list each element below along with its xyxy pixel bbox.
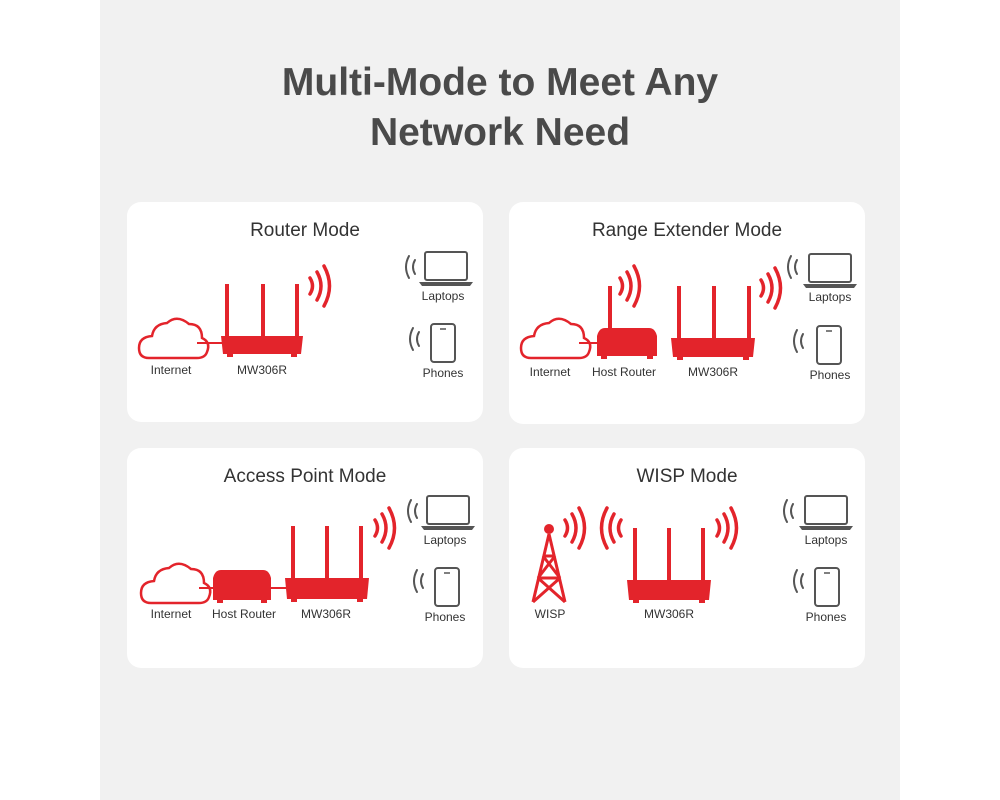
router-icon xyxy=(285,526,369,602)
wifi-waves-icon xyxy=(407,499,418,523)
card-access-point-mode: Access Point Mode xyxy=(127,448,483,668)
label-host-router: Host Router xyxy=(591,365,657,379)
phone-icon xyxy=(814,567,840,607)
label-internet: Internet xyxy=(529,365,571,379)
phone-icon xyxy=(816,325,842,365)
wifi-waves-icon xyxy=(405,255,416,279)
wifi-waves-icon xyxy=(793,329,804,353)
label-laptops: Laptops xyxy=(808,290,852,304)
page-title: Multi-Mode to Meet Any Network Need xyxy=(100,58,900,158)
label-phones: Phones xyxy=(805,610,847,624)
card-wisp-mode: WISP Mode xyxy=(509,448,865,668)
card-title: Router Mode xyxy=(250,220,360,241)
label-host-router: Host Router xyxy=(211,607,277,621)
label-device: MW306R xyxy=(643,607,695,621)
page-title-line-1: Multi-Mode to Meet Any xyxy=(281,61,719,104)
cloud-icon xyxy=(139,562,212,605)
label-phones: Phones xyxy=(809,368,851,382)
background-panel: Multi-Mode to Meet Any Network Need Rout… xyxy=(100,0,900,800)
range-extender-mode-diagram xyxy=(519,253,857,365)
label-laptops: Laptops xyxy=(421,289,465,303)
label-internet: Internet xyxy=(150,363,192,377)
wifi-waves-icon xyxy=(793,569,804,593)
phone-icon xyxy=(430,323,456,363)
card-range-extender-mode: Range Extender Mode xyxy=(509,202,865,424)
card-title: WISP Mode xyxy=(636,466,738,487)
router-mode-diagram xyxy=(137,251,473,363)
phone-icon xyxy=(434,567,460,607)
router-icon xyxy=(627,528,711,603)
wifi-waves-icon xyxy=(715,506,739,550)
wifi-waves-icon xyxy=(413,569,424,593)
card-title: Range Extender Mode xyxy=(591,220,783,241)
wifi-waves-icon xyxy=(563,506,587,550)
label-device: MW306R xyxy=(687,365,739,379)
host-router-icon xyxy=(213,570,271,603)
label-internet: Internet xyxy=(150,607,192,621)
label-laptops: Laptops xyxy=(423,533,467,547)
card-title: Access Point Mode xyxy=(223,466,387,487)
laptop-icon xyxy=(419,251,473,286)
access-point-mode-diagram xyxy=(139,495,475,607)
wifi-waves-icon xyxy=(599,506,623,550)
router-icon xyxy=(671,286,755,360)
wifi-waves-icon xyxy=(308,264,332,308)
laptop-icon xyxy=(799,495,853,530)
cloud-icon xyxy=(519,317,592,360)
wifi-waves-icon xyxy=(759,266,783,310)
wifi-waves-icon xyxy=(409,327,420,351)
label-device: MW306R xyxy=(236,363,288,377)
wifi-waves-icon xyxy=(373,506,397,550)
label-phones: Phones xyxy=(424,610,466,624)
laptop-icon xyxy=(803,253,857,288)
wifi-waves-icon xyxy=(787,255,798,279)
cloud-icon xyxy=(137,317,210,360)
wisp-mode-diagram xyxy=(531,495,853,607)
card-router-mode: Router Mode xyxy=(127,202,483,422)
label-phones: Phones xyxy=(422,366,464,380)
host-router-icon xyxy=(597,286,657,359)
laptop-icon xyxy=(421,495,475,530)
router-icon xyxy=(221,284,303,357)
page-title-line-2: Network Need xyxy=(369,111,631,154)
label-laptops: Laptops xyxy=(804,533,848,547)
label-wisp: WISP xyxy=(534,607,566,621)
cell-tower-icon xyxy=(531,524,567,604)
wifi-waves-icon xyxy=(783,499,794,523)
wifi-waves-icon xyxy=(618,264,642,308)
label-device: MW306R xyxy=(300,607,352,621)
